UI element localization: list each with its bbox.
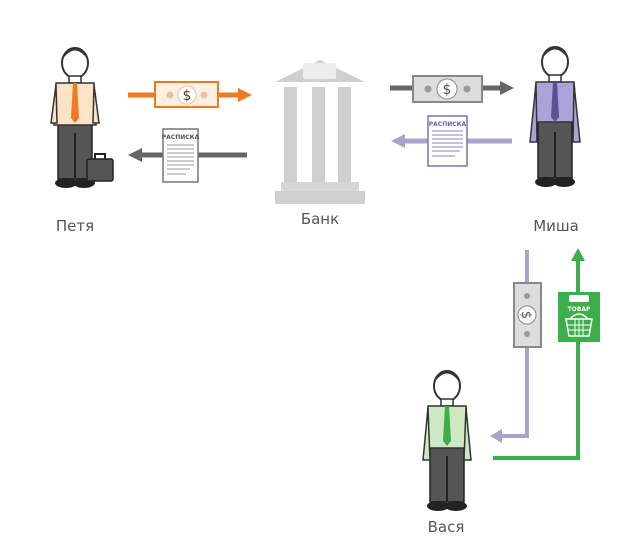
banknote-icon: $ <box>154 81 219 108</box>
label-vasya: Вася <box>428 518 465 536</box>
briefcase-icon <box>86 153 114 182</box>
dollar-sign: $ <box>183 88 192 104</box>
person-vasya <box>422 370 472 512</box>
arrow-money-misha-to-vasya: $ <box>490 250 542 443</box>
dollar-sign: $ <box>518 311 533 319</box>
tie-icon <box>71 83 79 123</box>
arrow-money-petya-to-bank: $ <box>128 81 252 108</box>
receipt-document-icon: РАСПИСКА <box>427 115 468 167</box>
arrow-goods-vasya-to-misha: ТОВАР <box>493 248 600 460</box>
dollar-sign: $ <box>443 82 452 98</box>
arrow-receipt-bank-to-petya: РАСПИСКА <box>128 128 247 183</box>
receipt-title: РАСПИСКА <box>162 134 200 141</box>
banknote-icon: $ <box>412 75 483 103</box>
label-bank: Банк <box>301 210 339 228</box>
goods-label: ТОВАР <box>568 306 591 313</box>
person-misha <box>529 46 581 188</box>
receipt-title: РАСПИСКА <box>429 121 467 128</box>
arrow-receipt-misha-to-bank: РАСПИСКА <box>391 115 512 167</box>
person-petya <box>50 47 114 189</box>
receipt-document-icon: РАСПИСКА <box>162 128 200 183</box>
banknote-icon: $ <box>513 282 542 348</box>
arrow-money-bank-to-misha: $ <box>390 75 514 103</box>
label-petya: Петя <box>56 217 94 235</box>
bank-building-icon <box>275 60 365 204</box>
label-misha: Миша <box>533 217 579 235</box>
shopping-bag-icon: ТОВАР <box>558 292 600 342</box>
